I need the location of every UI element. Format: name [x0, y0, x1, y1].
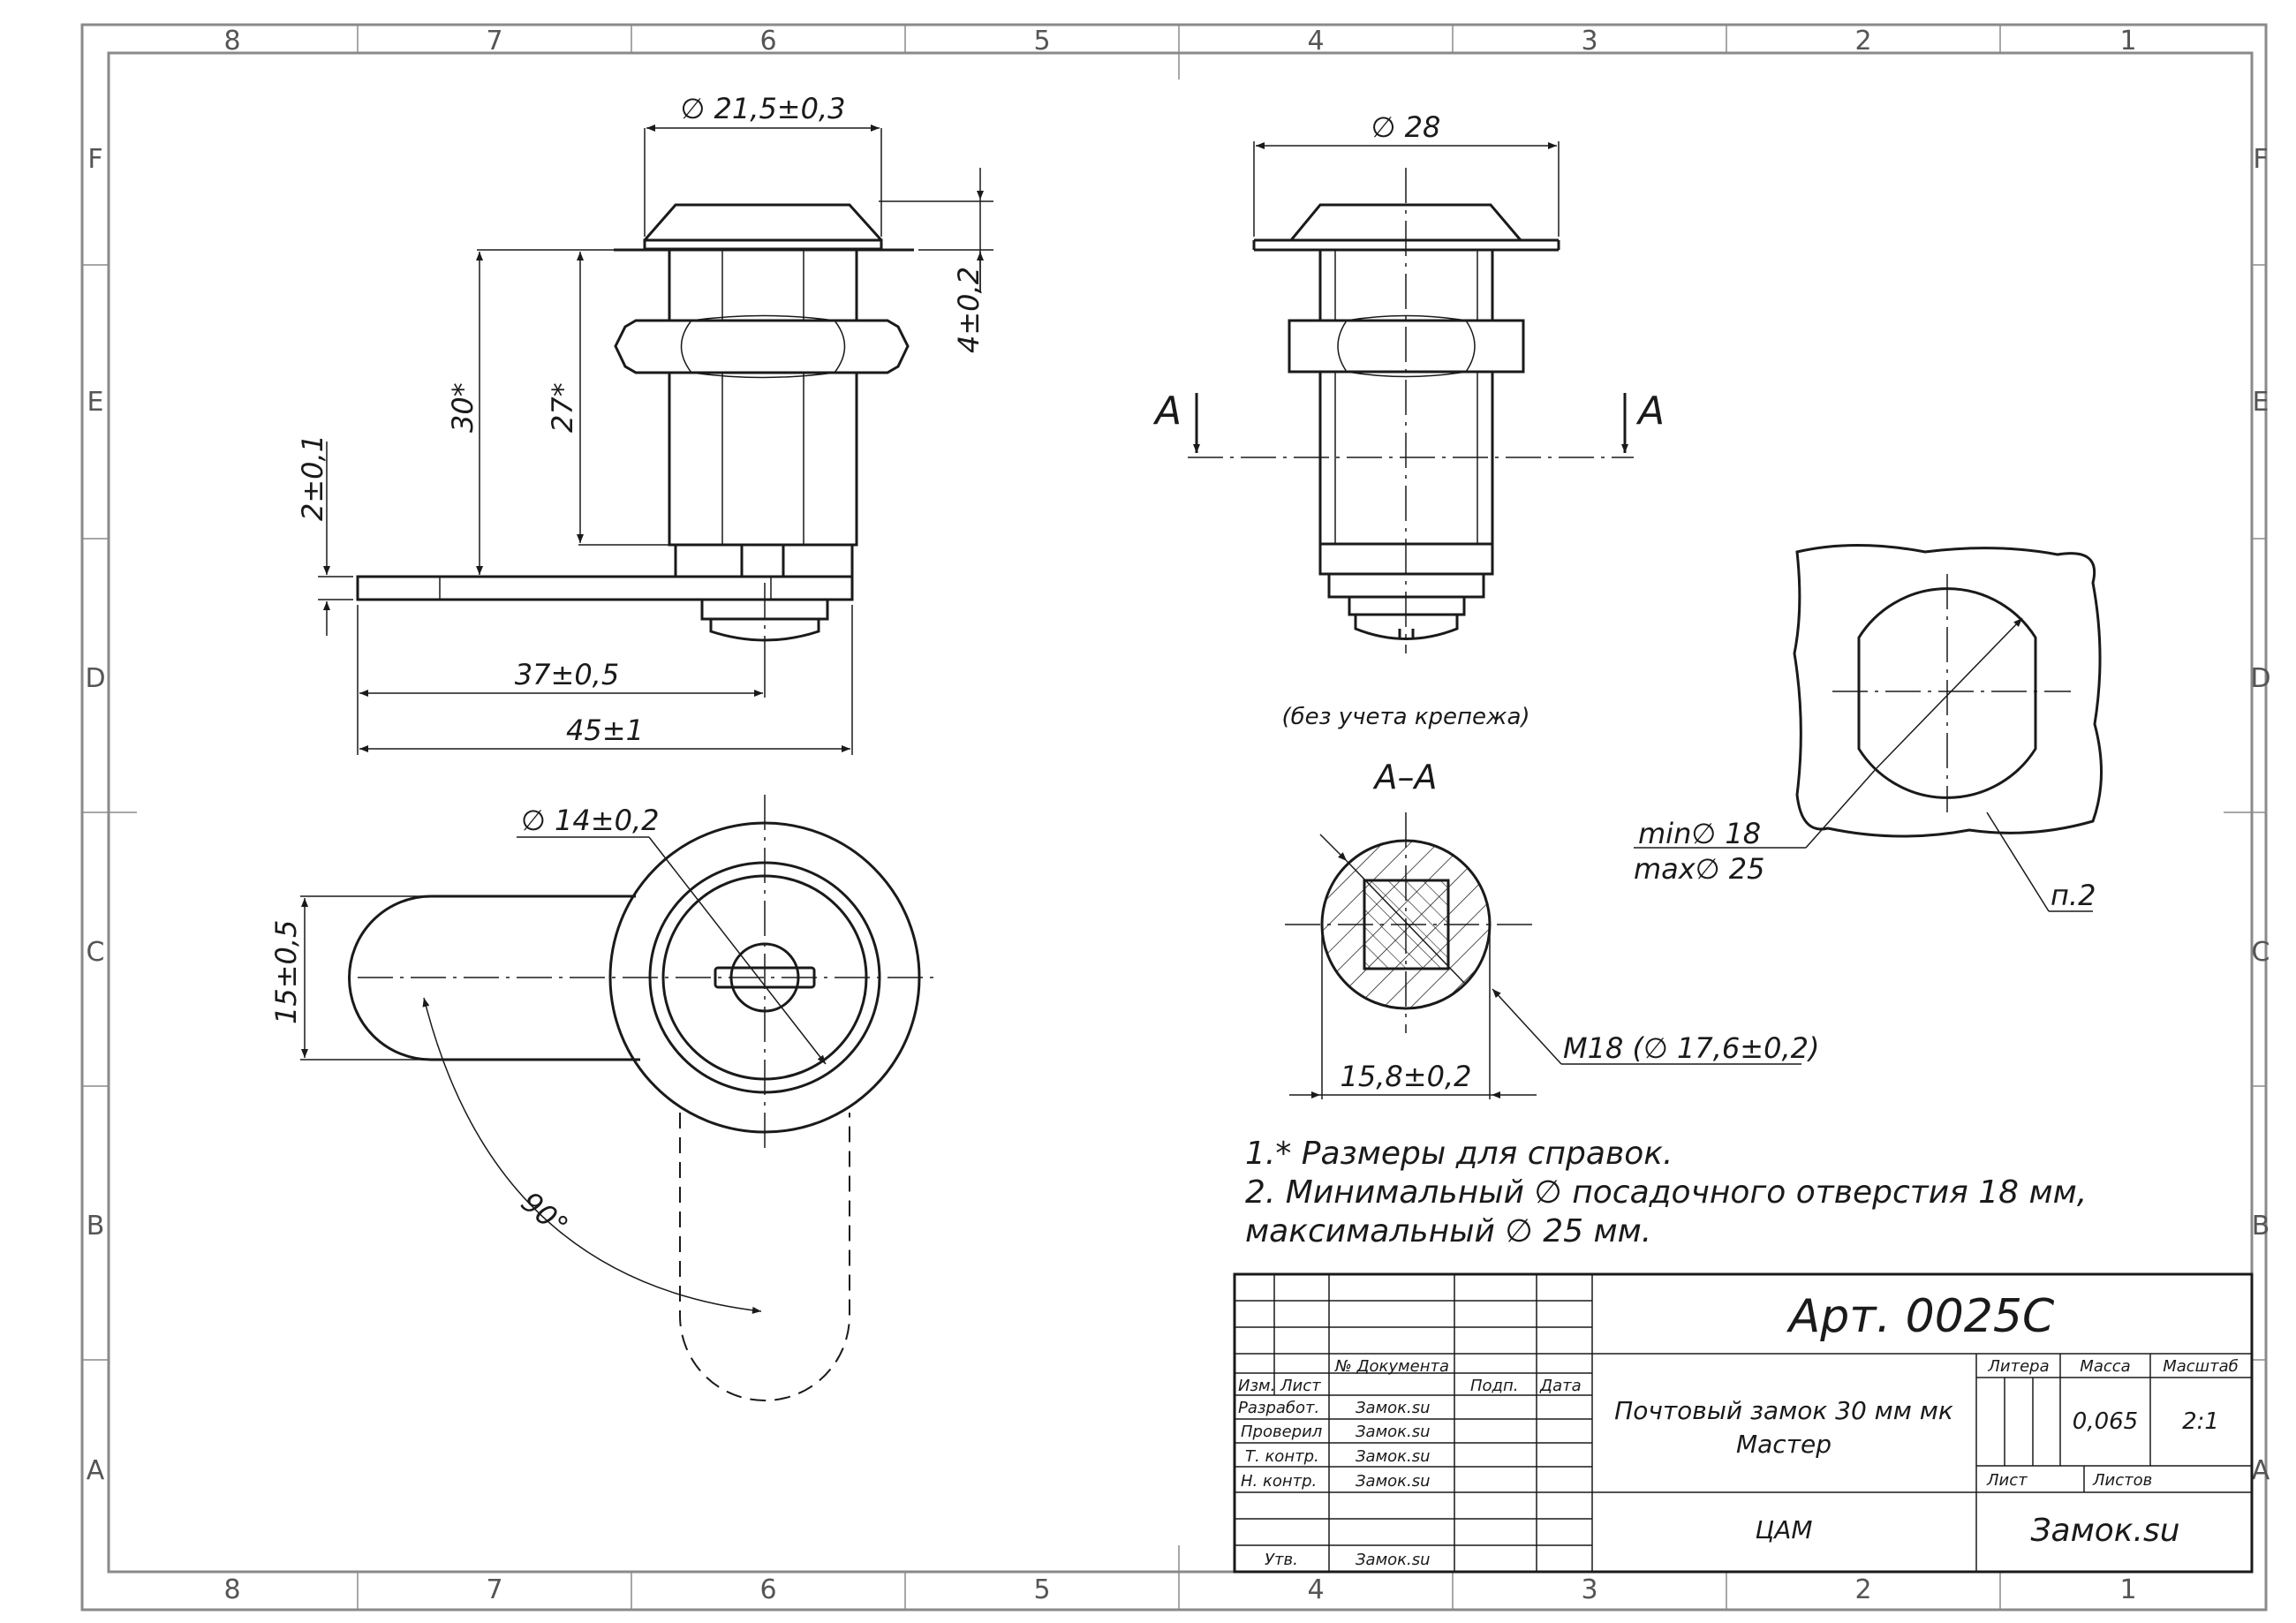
role-2-name: Замок.su [1356, 1423, 1431, 1441]
hdr-data: Дата [1539, 1377, 1582, 1395]
zone-col-2: 2 [1854, 26, 1871, 57]
cut-label-left: A [1152, 389, 1182, 434]
front-view: A A ∅ 28 (без учета крепежа) [1152, 110, 1665, 730]
hdr-doc: № Документа [1334, 1357, 1449, 1376]
zone-col-3: 3 [1581, 26, 1597, 57]
zone-row-F-right: F [2253, 144, 2268, 175]
zone-row-E: E [87, 387, 104, 418]
zone-col-4-bottom: 4 [1307, 1574, 1324, 1605]
role-3-name: Замок.su [1356, 1447, 1431, 1466]
dim-cam-thickness: 2±0,1 [296, 434, 329, 521]
role-1: Разработ. [1238, 1399, 1319, 1417]
zone-col-5-bottom: 5 [1033, 1574, 1050, 1605]
mounting-hole-view: min∅ 18 max∅ 25 п.2 [1634, 544, 2103, 912]
hdr-list: Лист [1280, 1377, 1321, 1395]
role-5-name: Замок.su [1356, 1551, 1431, 1569]
role-2: Проверил [1241, 1423, 1322, 1441]
product-name-line1: Почтовый замок 30 мм мк [1614, 1396, 1953, 1425]
zone-col-8-bottom: 8 [223, 1574, 240, 1605]
dim-45: 45±1 [566, 713, 644, 747]
zone-row-B-right: B [2252, 1211, 2270, 1242]
org-left: ЦАМ [1755, 1515, 1812, 1544]
zone-row-D-right: D [2250, 663, 2270, 694]
zone-row-A-right: A [2252, 1455, 2270, 1486]
scale-value: 2:1 [2182, 1408, 2219, 1435]
zone-row-C-right: C [2252, 937, 2270, 968]
dim-head-thickness: 4±0,2 [952, 267, 986, 353]
dim-thread: M18 (∅ 17,6±0,2) [1563, 1031, 1819, 1065]
litera-label: Литера [1987, 1357, 2049, 1376]
zone-col-6-bottom: 6 [759, 1574, 776, 1605]
dim-length-27: 27* [546, 382, 579, 433]
role-5: Утв. [1265, 1551, 1298, 1569]
zone-col-1-bottom: 1 [2119, 1574, 2136, 1605]
note-1: 1.* Размеры для справок. [1245, 1136, 1673, 1172]
zone-col-8: 8 [223, 26, 240, 57]
zone-row-E-right: E [2253, 387, 2270, 418]
role-3: Т. контр. [1245, 1447, 1319, 1466]
side-view: ∅ 21,5±0,3 4±0,2 30* 27* 2±0,1 37±0,5 45… [296, 92, 993, 755]
front-view-note: (без учета крепежа) [1281, 704, 1529, 730]
role-4-name: Замок.su [1356, 1472, 1431, 1491]
note-2: 2. Минимальный ∅ посадочного отверстия 1… [1245, 1174, 2087, 1211]
zone-col-3-bottom: 3 [1581, 1574, 1597, 1605]
mass-value: 0,065 [2073, 1408, 2138, 1435]
massa-label: Масса [2080, 1357, 2130, 1376]
zone-col-1: 1 [2119, 26, 2136, 57]
dim-37: 37±0,5 [515, 658, 619, 691]
dim-angle: 90° [515, 1185, 575, 1243]
section-title: A–A [1372, 758, 1438, 796]
role-1-name: Замок.su [1356, 1399, 1431, 1417]
note-3: максимальный ∅ 25 мм. [1245, 1213, 1651, 1249]
zone-col-5: 5 [1033, 26, 1050, 57]
zone-col-7: 7 [486, 26, 502, 57]
dim-top-width: 15±0,5 [269, 920, 303, 1024]
title-block: Арт. 0025C № Документа Изм. Лист Подп. Д… [1233, 1272, 2254, 1574]
article-number: Арт. 0025C [1786, 1290, 2055, 1343]
zone-row-D: D [85, 663, 105, 694]
hole-ref: п.2 [2051, 879, 2096, 912]
zone-row-B: B [87, 1211, 105, 1242]
zone-row-C: C [87, 937, 105, 968]
dim-section-width: 15,8±0,2 [1341, 1060, 1472, 1093]
zone-col-6: 6 [759, 26, 776, 57]
zone-col-2-bottom: 2 [1854, 1574, 1871, 1605]
masshtab-label: Масштаб [2163, 1357, 2239, 1376]
zone-col-4: 4 [1307, 26, 1324, 57]
section-a-a: A–A 15,8±0,2 M18 (∅ 17,6±0,2) [1285, 758, 1819, 1099]
zone-col-7-bottom: 7 [486, 1574, 502, 1605]
drawing-frame: 8 7 6 5 4 3 2 1 8 7 6 5 4 3 2 1 F E D C … [80, 23, 2271, 1612]
dim-top-diameter: ∅ 14±0,2 [521, 804, 659, 837]
top-view: 90° 15±0,5 ∅ 14±0,2 [269, 795, 940, 1401]
role-4: Н. контр. [1241, 1472, 1317, 1491]
hdr-podp: Подп. [1470, 1377, 1518, 1395]
zone-row-A: A [87, 1455, 105, 1486]
dim-front-diameter: ∅ 28 [1371, 110, 1441, 144]
zone-row-F: F [87, 144, 102, 175]
cut-label-right: A [1635, 389, 1665, 434]
hole-max-diameter: max∅ 25 [1634, 852, 1764, 886]
product-name-line2: Мастер [1736, 1430, 1832, 1459]
org-right: Замок.su [2030, 1513, 2179, 1549]
hdr-izm: Изм. [1238, 1377, 1275, 1395]
sheet-label: Лист [1986, 1471, 2028, 1490]
hole-min-diameter: min∅ 18 [1638, 817, 1761, 850]
dim-length-30: 30* [446, 382, 480, 433]
dim-head-diameter: ∅ 21,5±0,3 [681, 92, 846, 125]
sheets-label: Листов [2092, 1471, 2152, 1490]
notes: 1.* Размеры для справок. 2. Минимальный … [1245, 1136, 2087, 1249]
